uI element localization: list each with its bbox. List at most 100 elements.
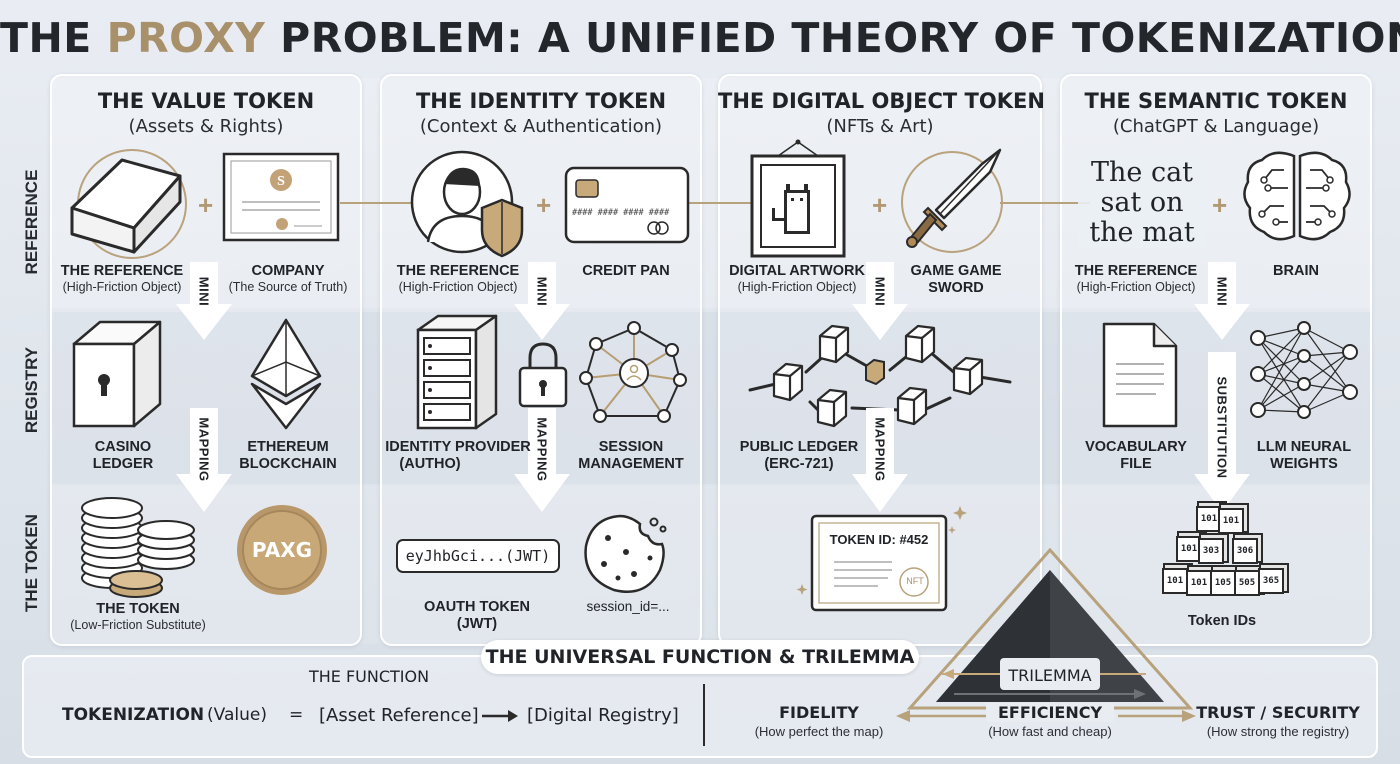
nft-certificate-icon: [796, 506, 967, 612]
p2-token-left-1: OAUTH TOKEN: [423, 599, 531, 615]
sentence-line-3: the mat: [1089, 217, 1195, 248]
panel2-subtitle: (Context & Authentication): [419, 116, 663, 137]
plus-icon: +: [872, 190, 888, 220]
trilemma-triangle-icon: [906, 547, 1194, 710]
p1-arrow-mini-label: MINI: [196, 276, 212, 307]
p1-reg-left-1: CASINO: [94, 439, 152, 455]
token-cube: 303: [1198, 538, 1224, 564]
row-label-token: THE TOKEN: [22, 514, 41, 612]
framed-cat-artwork-icon: [750, 139, 846, 258]
p2-arrow-mini-label: MINI: [534, 276, 550, 307]
p4-reg-right-2: WEIGHTS: [1270, 456, 1338, 472]
p4-token-label: Token IDs: [1187, 613, 1257, 629]
p1-arrow-mapping: [176, 408, 232, 512]
p3-arrow-mini: [852, 262, 908, 340]
blockchain-chain-icon: [748, 324, 1012, 428]
ethereum-icon: [250, 318, 322, 430]
svg-text:S: S: [277, 174, 285, 189]
row-label-reference: REFERENCE: [22, 169, 41, 275]
token-cube: 101: [1162, 568, 1188, 594]
trilemma-label: TRILEMMA: [1008, 666, 1092, 685]
p2-reg-right-1: SESSION: [598, 439, 664, 455]
universal-function-pill: THE UNIVERSAL FUNCTION & TRILEMMA: [481, 640, 919, 674]
connector-2: [680, 202, 752, 204]
p4-arrow-mini: [1194, 262, 1250, 340]
title-part2: PROBLEM: A UNIFIED THEORY OF TOKENIZATIO…: [265, 14, 1400, 62]
p4-arrow-substitution: [1194, 352, 1250, 512]
bottom-divider: [703, 684, 705, 746]
token-cube: 365: [1258, 568, 1284, 594]
title-part1: THE: [0, 14, 107, 62]
p1-ref-right-label: COMPANY: [251, 263, 325, 279]
p2-token-left-2: (JWT): [456, 616, 498, 632]
efficiency-label: EFFICIENCY: [986, 703, 1114, 722]
plus-icon: +: [536, 190, 552, 220]
nft-stamp: NFT: [906, 576, 924, 586]
user-shield-icon: [410, 150, 524, 258]
server-icon: [416, 314, 498, 430]
row-label-registry: REGISTRY: [22, 346, 41, 434]
p4-arrow-substitution-label: SUBSTITUTION: [1214, 376, 1230, 479]
connector-1: [340, 202, 412, 204]
p2-arrow-mapping: [514, 408, 570, 512]
trust-security-sub: (How strong the registry): [1206, 724, 1350, 739]
formula-value: (Value): [207, 705, 267, 725]
p1-token-sub: (Low-Friction Substitute): [70, 618, 206, 632]
p2-ref-left-sub: (High-Friction Object): [398, 280, 518, 294]
vocabulary-file-icon: [1102, 322, 1178, 428]
p1-arrow-mini: [176, 262, 232, 340]
p1-arrow-mapping-label: MAPPING: [196, 417, 212, 482]
nft-token-id: TOKEN ID: #452: [829, 532, 929, 547]
p4-ref-left-label: THE REFERENCE: [1074, 263, 1198, 279]
jwt-token-box: eyJhbGci...(JWT): [396, 539, 560, 573]
panel1-title: THE VALUE TOKEN: [97, 89, 315, 113]
p3-ref-right-label: GAME GAME: [910, 263, 1002, 279]
p3-ref-right-label2: SWORD: [928, 280, 984, 296]
p3-reg-label-2: (ERC-721): [764, 456, 834, 472]
p1-reg-right-2: BLOCKCHAIN: [239, 456, 337, 472]
p3-reg-label-1: PUBLIC LEDGER: [739, 439, 859, 455]
token-cube: 105: [1210, 570, 1236, 596]
neural-network-icon: [1250, 321, 1358, 419]
p1-token-label: THE TOKEN: [96, 601, 180, 617]
p3-ref-left-label: DIGITAL ARTWORK: [729, 263, 865, 279]
fidelity-label: FIDELITY: [779, 703, 859, 722]
coin-stack-icon: [81, 497, 195, 598]
p2-reg-right-2: MANAGEMENT: [578, 456, 684, 472]
card-number: #### #### #### ####: [572, 208, 670, 218]
p4-reg-left-2: FILE: [1120, 456, 1152, 472]
network-nodes-icon: [579, 321, 687, 423]
connector-3: [1000, 202, 1090, 204]
certificate-icon: S: [222, 152, 340, 242]
p4-reg-left-1: VOCABULARY: [1085, 439, 1187, 455]
formula-arrow-icon: [482, 710, 518, 722]
brain-circuit-icon: [1243, 151, 1351, 241]
p4-ref-right-label: BRAIN: [1273, 263, 1319, 279]
panel4-subtitle: (ChatGPT & Language): [1112, 116, 1320, 137]
p2-arrow-mapping-label: MAPPING: [534, 417, 550, 482]
p2-token-right: session_id=...: [586, 599, 670, 614]
trust-security-label: TRUST / SECURITY: [1196, 703, 1360, 722]
panel4-title: THE SEMANTIC TOKEN: [1084, 89, 1348, 113]
token-cube: 505: [1234, 570, 1260, 596]
credit-card-icon: [564, 166, 690, 244]
p3-arrow-mapping-label: MAPPING: [872, 417, 888, 482]
p2-arrow-mini: [514, 262, 570, 340]
p2-ref-left-label: THE REFERENCE: [396, 263, 520, 279]
sentence-line-2: sat on: [1100, 187, 1184, 218]
trilemma-axis-arrows: [896, 710, 1196, 722]
function-label: THE FUNCTION: [308, 667, 430, 686]
page-title: THE PROXY PROBLEM: A UNIFIED THEORY OF T…: [0, 14, 1400, 62]
formula-asset-reference: [Asset Reference]: [319, 705, 479, 726]
trilemma-label-bg: [1000, 658, 1100, 690]
gold-bar-icon: [70, 149, 187, 259]
sentence-line-1: The cat: [1090, 157, 1194, 188]
p3-arrow-mapping: [852, 408, 908, 512]
p1-ref-right-sub: (The Source of Truth): [228, 280, 348, 294]
title-accent: PROXY: [106, 14, 266, 62]
panel2-title: THE IDENTITY TOKEN: [415, 89, 667, 113]
token-id-cubes: 101 101 101 303 306 101 101 105 505 365: [1162, 506, 1284, 606]
formula-equals: =: [289, 705, 304, 725]
formula-lhs: TOKENIZATION: [62, 705, 205, 725]
cookie-icon: [584, 514, 667, 593]
